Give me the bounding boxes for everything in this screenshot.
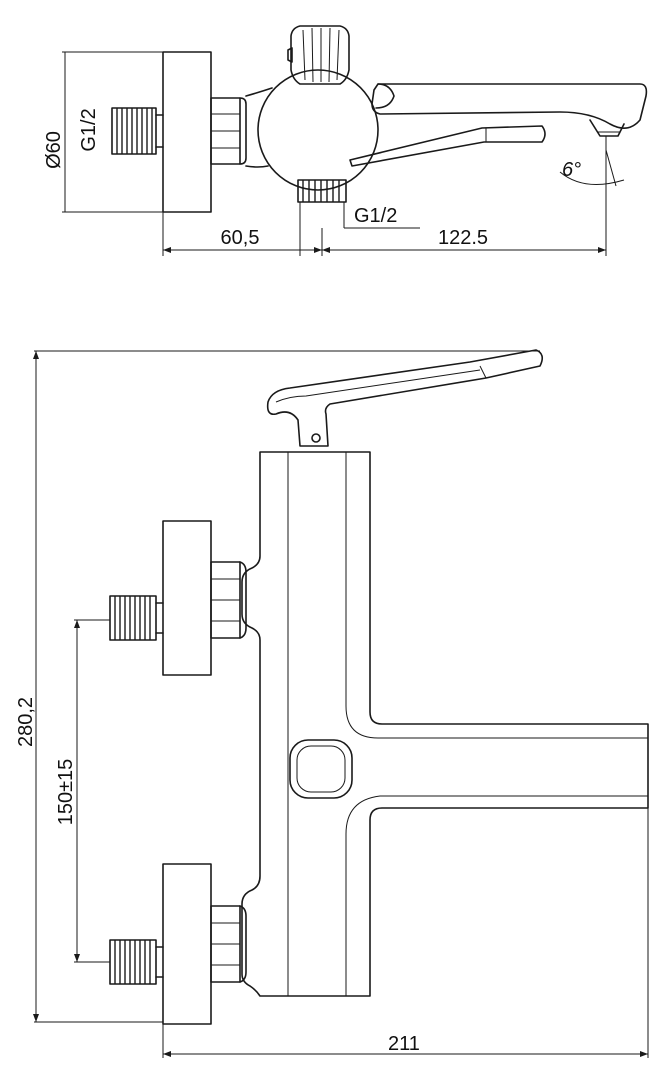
top-inlet-thread <box>111 107 164 155</box>
top-cartridge-body <box>257 69 379 191</box>
top-spout <box>349 83 648 167</box>
dim-left-label: 60,5 <box>221 227 260 249</box>
top-wall-flange <box>162 51 212 213</box>
width-label: 211 <box>388 1033 420 1055</box>
top-diverter-knob <box>287 25 350 85</box>
dim-right-label: 122.5 <box>438 227 488 249</box>
front-upper-inlet <box>109 520 247 676</box>
front-lever-handle <box>266 349 544 447</box>
top-outlet-thread <box>297 179 420 256</box>
top-inlet-thread-label: G1/2 <box>78 108 100 151</box>
height-label: 280,2 <box>15 697 37 747</box>
top-hex-nut <box>210 97 247 165</box>
top-body-arm <box>245 87 273 168</box>
diameter-label: Ø60 <box>43 131 65 169</box>
top-outlet-thread-label: G1/2 <box>354 205 397 227</box>
front-diverter-button <box>289 739 353 799</box>
inlet-spacing-label: 150±15 <box>55 759 77 826</box>
front-lower-inlet <box>109 863 247 1025</box>
spout-angle-label: 6° <box>562 159 581 181</box>
top-view: Ø60 G1/2 G1/2 6° 60,5 122.5 <box>43 25 648 256</box>
front-main-body <box>241 451 649 997</box>
front-view: 280,2 <box>15 349 649 1058</box>
